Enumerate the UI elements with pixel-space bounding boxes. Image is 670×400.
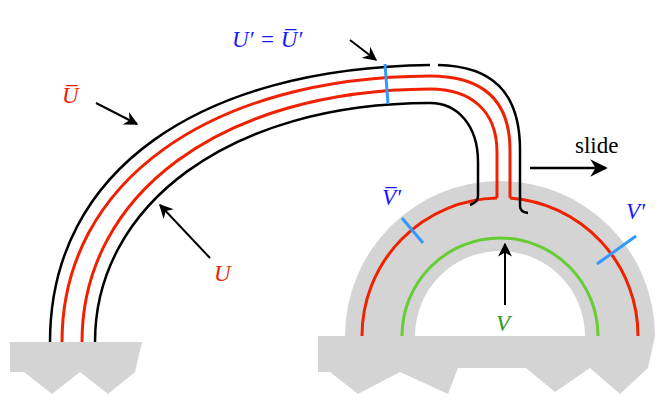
disk-label: V̅′ — [382, 186, 401, 209]
curve-label: V — [496, 312, 510, 335]
slide-arrow — [530, 167, 606, 170]
disk-v-bar-prime — [402, 218, 423, 243]
leader — [504, 244, 506, 305]
leader — [160, 205, 210, 258]
ring-curve — [510, 198, 638, 336]
disk-label: V′ — [626, 200, 645, 223]
leader — [350, 40, 376, 60]
curve-label: U — [214, 262, 231, 285]
ring-curve — [362, 198, 497, 336]
ground-left — [10, 342, 142, 394]
core-curve — [402, 238, 598, 336]
ground-right — [318, 336, 655, 394]
band — [345, 181, 655, 336]
disk-label: U′ = U̅′ — [232, 28, 302, 51]
arch-curve-ubar — [62, 76, 510, 342]
disk-v-prime — [597, 236, 636, 264]
move-label: slide — [575, 134, 618, 157]
leader — [96, 103, 137, 124]
arch-curve-u — [82, 89, 497, 342]
curve-label: U̅ — [62, 84, 79, 107]
arch-inner — [95, 103, 478, 342]
disk-u-prime — [385, 64, 388, 104]
